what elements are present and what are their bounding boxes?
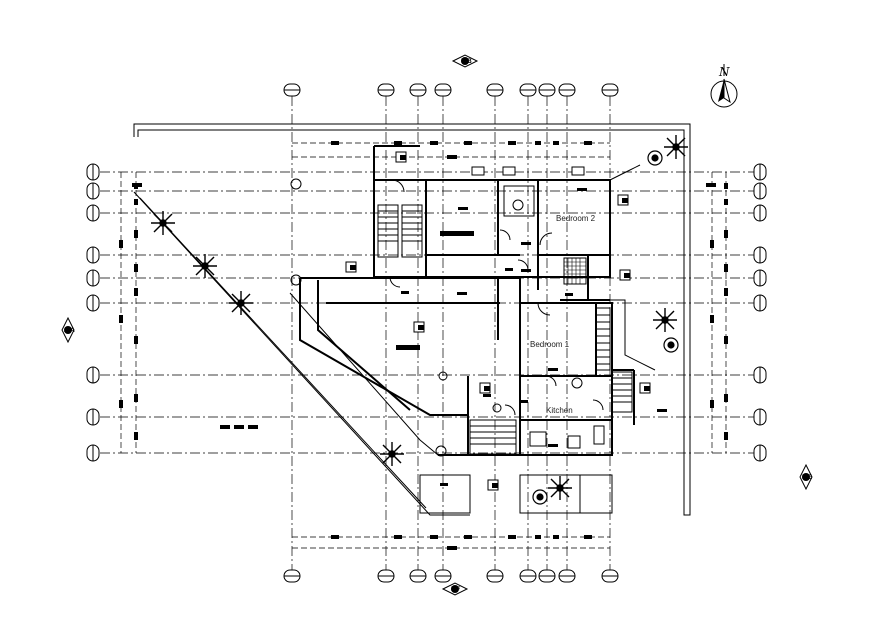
grid-bubbles-right (753, 163, 767, 462)
stairs (377, 204, 633, 455)
section-marker-left: A-A (61, 316, 75, 344)
north-label: N (718, 65, 730, 79)
grid-bubbles-left (86, 163, 100, 462)
site-boundary (133, 123, 691, 516)
section-label-top: B-B (461, 59, 472, 65)
vertical-grid-lines (291, 96, 611, 572)
room-label-bedroom-2: Bedroom 2 (556, 214, 596, 223)
plant-icon (151, 135, 688, 505)
fixtures (290, 151, 651, 491)
section-label-left: A-A (64, 328, 75, 334)
bathroom-tiles (503, 185, 587, 285)
building-walls (133, 145, 656, 516)
annotation-tags (220, 188, 667, 486)
section-label-bottom: F-F (451, 587, 461, 593)
north-arrow-icon: N (710, 64, 738, 108)
doors (389, 179, 604, 416)
room-label-kitchen: Kitchen (546, 406, 573, 415)
room-label-bedroom-1: Bedroom 1 (530, 340, 570, 349)
grid-bubbles-bottom (283, 569, 619, 583)
dimension-lines (119, 141, 728, 550)
section-label-right: E-E (802, 475, 812, 481)
section-marker-right: E-E (799, 463, 813, 491)
section-marker-bottom: F-F (441, 582, 469, 596)
section-marker-top: B-B (451, 54, 479, 68)
grid-bubbles-top (283, 83, 619, 97)
